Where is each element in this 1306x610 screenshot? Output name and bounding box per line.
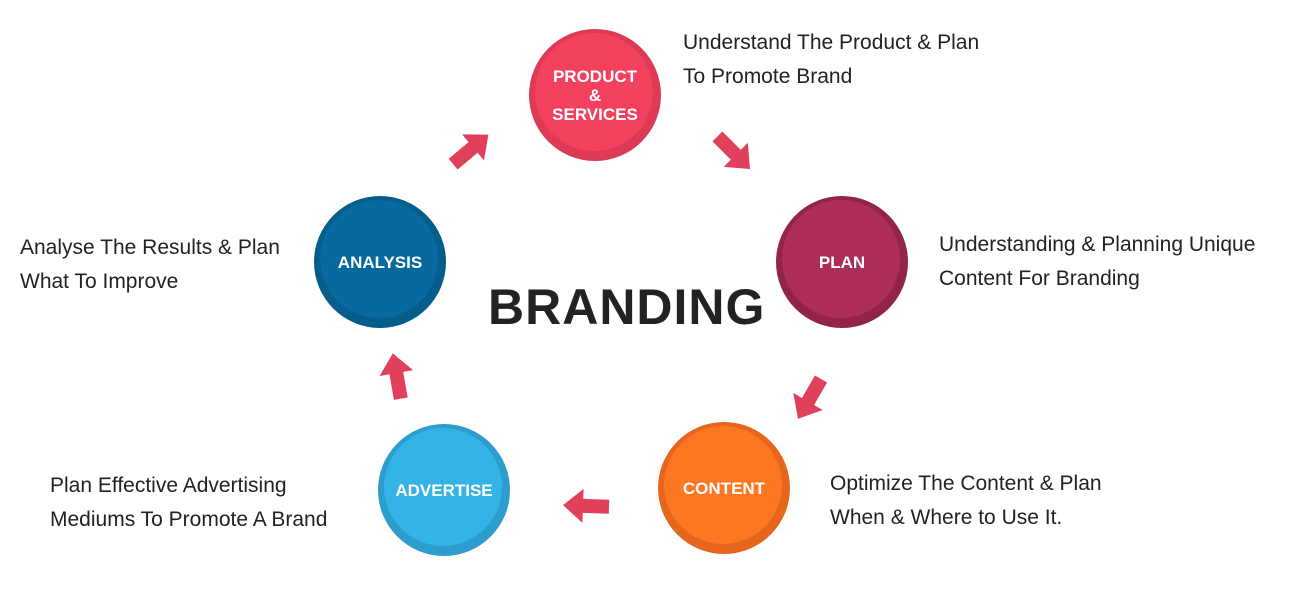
step-label: SERVICES: [552, 104, 638, 124]
step-analysis: ANALYSIS: [314, 196, 446, 328]
arrow-icon: [562, 488, 610, 524]
diagram-title: BRANDING: [488, 279, 766, 335]
step-label: CONTENT: [682, 478, 766, 498]
arrow-icon: [442, 121, 500, 178]
step-label: ANALYSIS: [337, 252, 423, 272]
step-plan: PLAN: [776, 196, 908, 328]
step-label: PRODUCT: [552, 66, 638, 86]
arrow-icon: [705, 124, 762, 181]
step-label: PLAN: [818, 252, 866, 272]
step-content: CONTENT: [658, 422, 790, 554]
step-label: ADVERTISE: [395, 480, 493, 500]
step-advertise: ADVERTISE: [378, 424, 510, 556]
arrow-icon: [783, 370, 836, 428]
step-product-services: PRODUCT&SERVICES: [529, 29, 661, 161]
arrow-icon: [376, 350, 418, 402]
step-label: &: [588, 85, 602, 105]
